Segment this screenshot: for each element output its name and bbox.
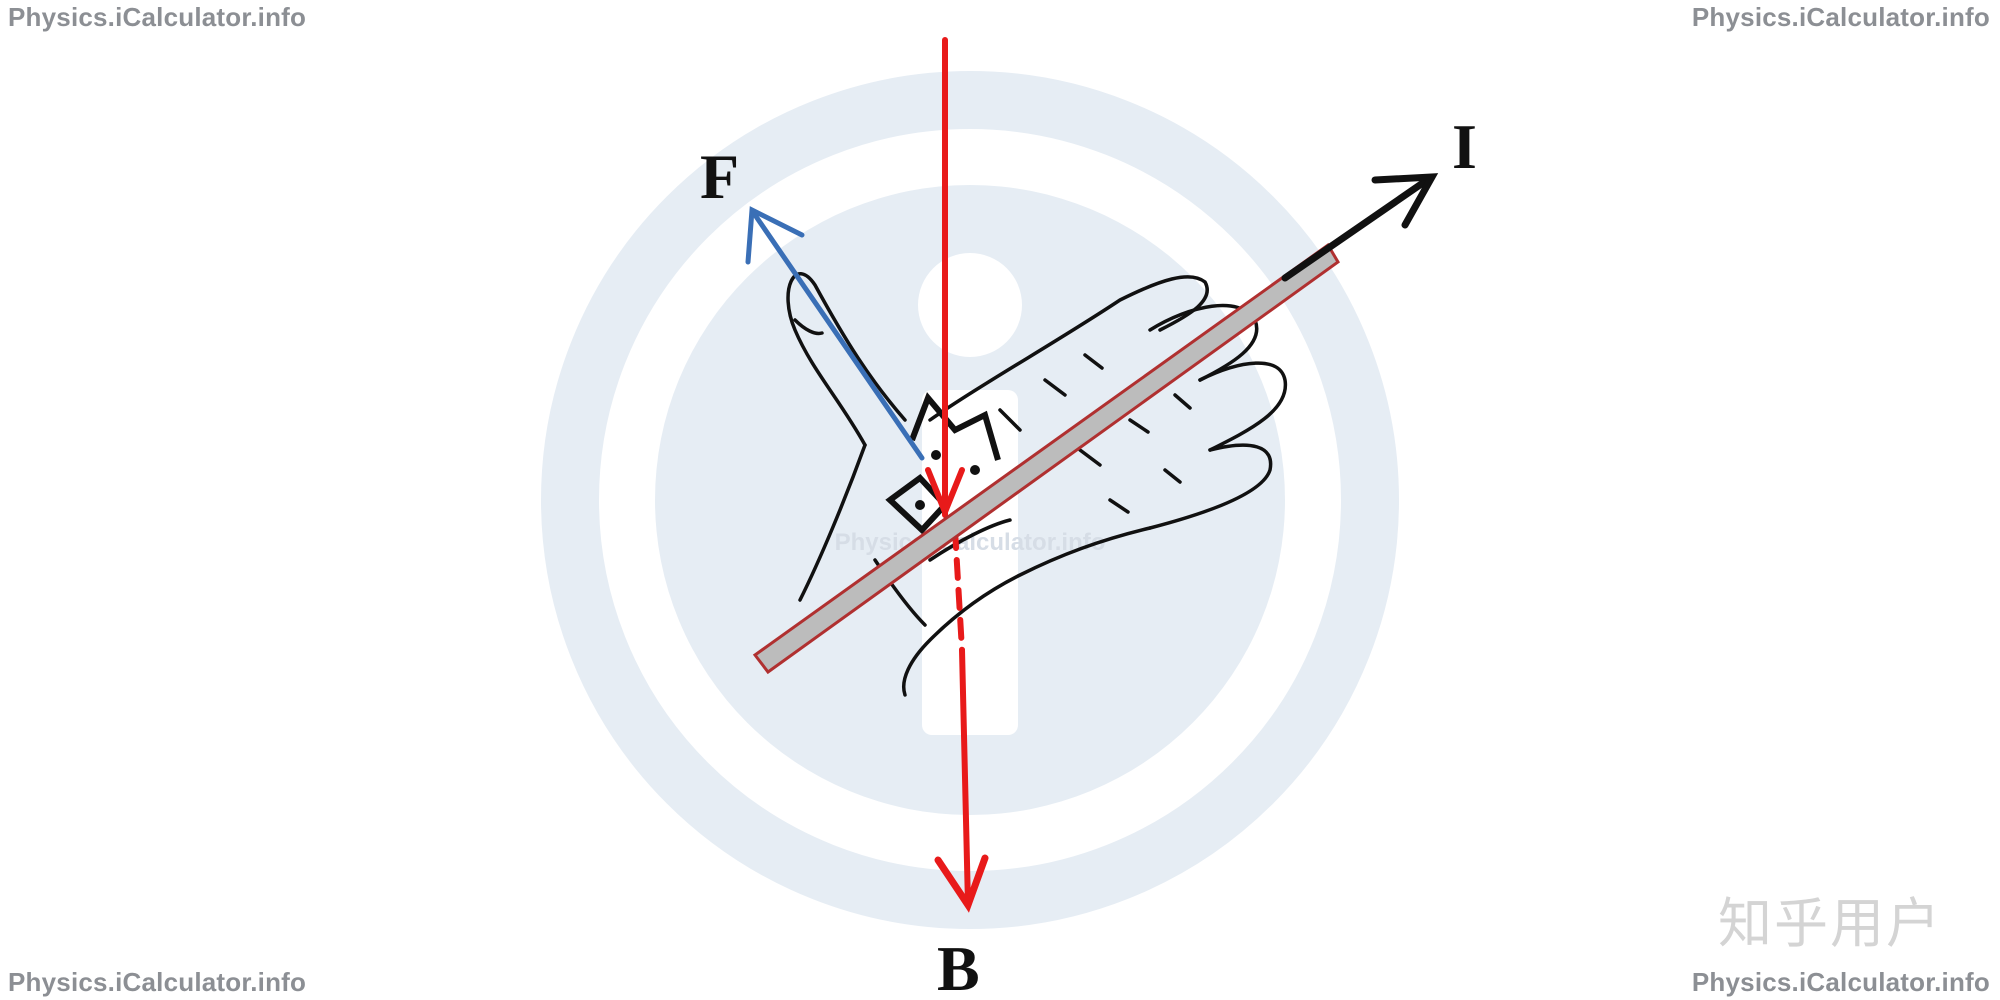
current-label: I (1452, 111, 1477, 182)
knuckle-crease-2 (1078, 393, 1192, 467)
watermark-bottom-right: Physics.iCalculator.info (1691, 967, 1990, 997)
watermark-zhihu-user: 知乎用户 (1718, 892, 1942, 955)
knuckle-crease-1 (998, 353, 1104, 432)
current-wire (752, 242, 1340, 675)
force-arrow (745, 206, 925, 461)
index-finger-outline (928, 275, 1209, 422)
watermark-top-left: Physics.iCalculator.info (8, 2, 307, 32)
watermark-center: Physics.iCalculator.info (835, 529, 1106, 556)
middle-finger (1198, 361, 1288, 452)
dot-mark-1 (931, 450, 941, 460)
dot-mark-3 (915, 500, 925, 510)
watermark-bottom-left: Physics.iCalculator.info (8, 967, 307, 997)
field-label: B (937, 933, 980, 1000)
right-angle-mark-upper (909, 392, 1001, 461)
knuckle-crease-3 (1108, 468, 1182, 514)
logo-stem (922, 390, 1018, 735)
palm-crease (928, 518, 1012, 562)
ring-finger (1148, 443, 1273, 530)
current-arrow (1281, 173, 1439, 282)
logo-dot (918, 253, 1022, 357)
left-hand-sketch (786, 272, 1288, 697)
thumb-nail (793, 318, 824, 336)
palm-bottom (902, 526, 1152, 697)
field-arrow (925, 37, 989, 913)
dot-mark-2 (970, 465, 980, 475)
thumb-outline (786, 272, 907, 447)
wrist-left (798, 443, 867, 602)
force-label: F (700, 141, 739, 212)
watermark-top-right: Physics.iCalculator.info (1691, 2, 1990, 32)
